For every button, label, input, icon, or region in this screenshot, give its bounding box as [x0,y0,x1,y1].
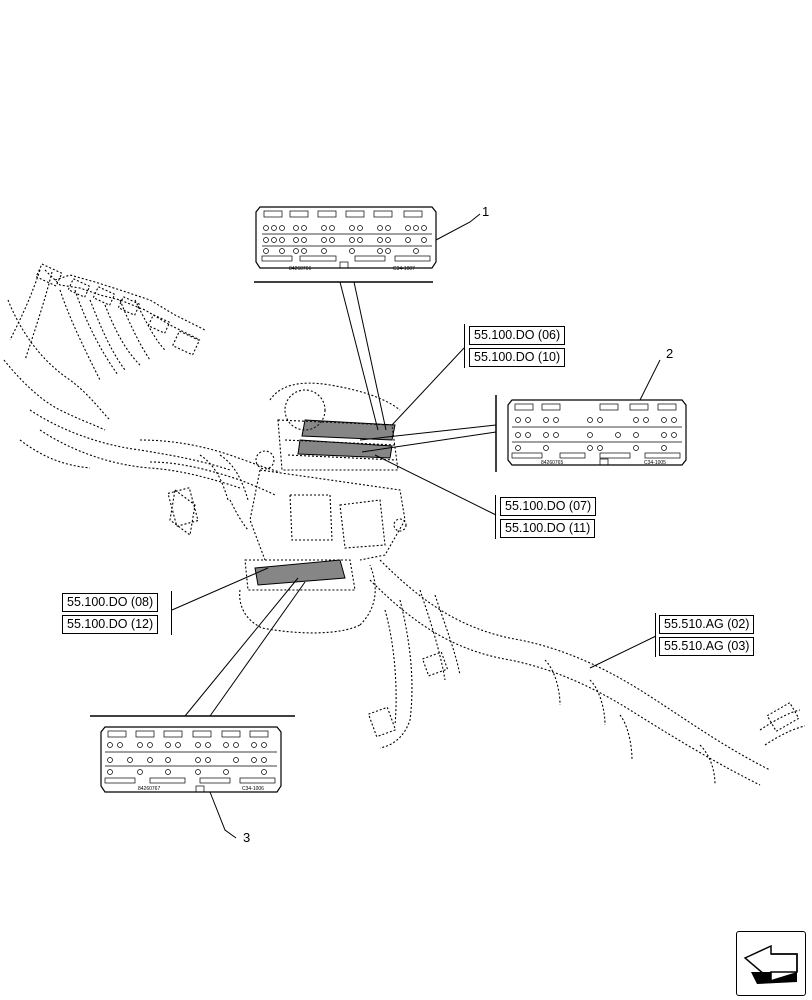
connector-2-face [359,359,687,472]
connector-3-code: C34-1006 [242,786,264,792]
reference-leader-lines [171,347,657,669]
connector-1-face [254,206,481,431]
ecu-connector-slots [254,419,396,586]
ref-link-left-2[interactable]: 55.100.DO (12) [62,615,159,634]
ref-link-top-2[interactable]: 55.100.DO (10) [469,348,566,367]
ref-group-left-bar [171,591,172,635]
connector-1-code: C34-1007 [393,266,415,272]
ref-link-middle-2[interactable]: 55.100.DO (11) [500,519,596,538]
connector-3-face [90,577,306,839]
ref-link-right-2[interactable]: 55.510.AG (03) [659,637,755,656]
connector-2-part: 84260765 [541,460,563,466]
next-page-arrow-icon[interactable] [736,931,806,996]
ref-group-right-bar [655,613,656,657]
ref-group-top-bar [464,324,465,368]
callout-3: 3 [243,830,251,845]
ref-link-right-1[interactable]: 55.510.AG (02) [659,615,755,634]
callout-1: 1 [482,204,490,219]
ref-group-middle-bar [495,495,496,539]
callout-2: 2 [666,346,674,361]
connector-3-part: 84260767 [138,786,160,792]
ref-link-left-1[interactable]: 55.100.DO (08) [62,593,159,612]
harness-outline [3,263,806,786]
ref-link-middle-1[interactable]: 55.100.DO (07) [500,497,597,516]
connector-2-code: C34-1005 [644,460,666,466]
connector-1-part: 84260766 [289,266,311,272]
ref-link-top-1[interactable]: 55.100.DO (06) [469,326,566,345]
